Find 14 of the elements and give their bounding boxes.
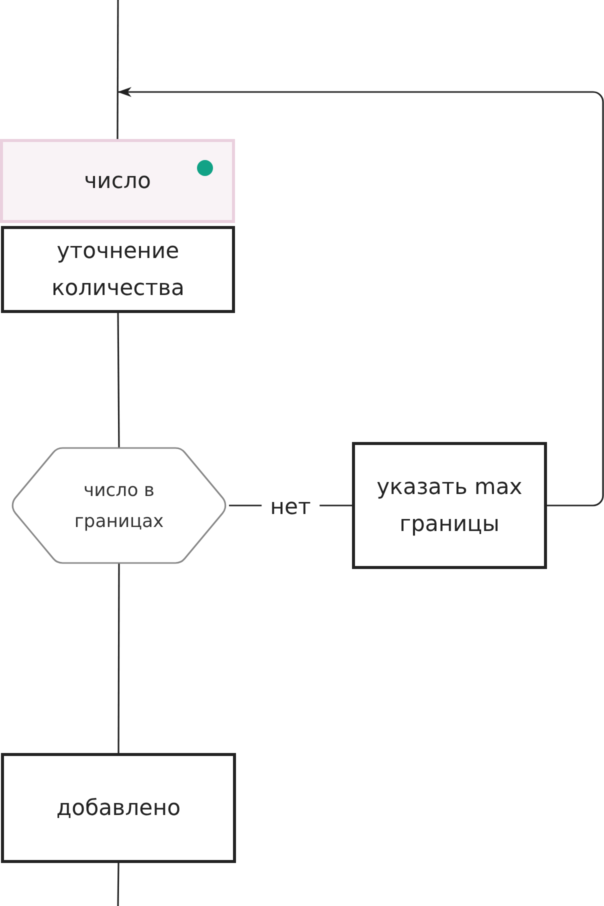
node-label: добавлено — [56, 794, 181, 822]
node-label: число в границах — [73, 478, 165, 534]
node-label: число — [84, 168, 151, 196]
process-box — [1, 753, 236, 863]
connector-line — [116, 0, 119, 139]
connector-line — [118, 563, 120, 753]
node-label: указать max границы — [376, 474, 524, 538]
process-box — [352, 442, 547, 569]
highlighted-process-box — [0, 139, 235, 223]
arrow — [118, 87, 604, 506]
connector-line — [117, 863, 120, 906]
node-label: уточнение количества — [50, 238, 186, 302]
process-box — [1, 226, 235, 313]
connector-line — [117, 313, 120, 448]
